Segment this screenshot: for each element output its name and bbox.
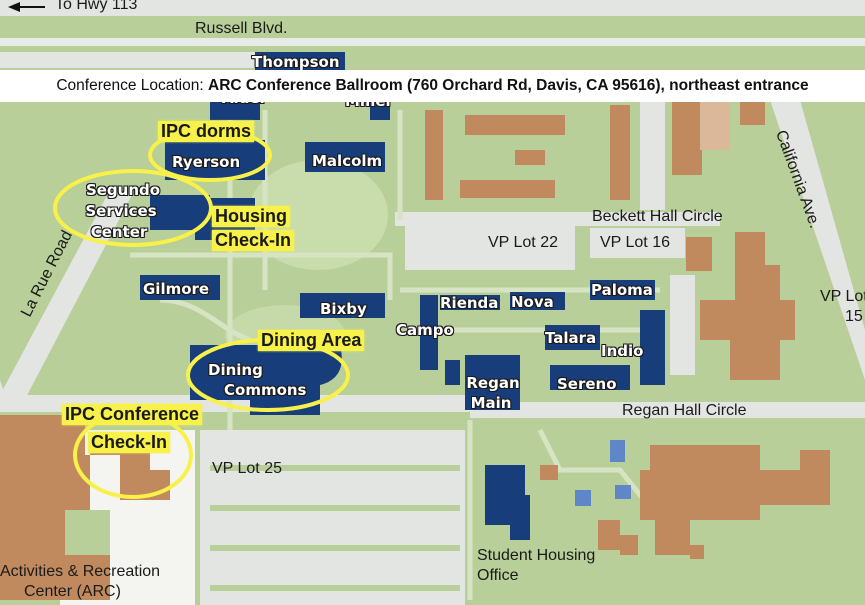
lot-22-label: VP Lot 22 <box>488 234 558 251</box>
banner-location: ARC Conference Ballroom (760 Orchard Rd,… <box>208 77 809 94</box>
building-segundo-label-line1: Segundo <box>85 181 161 199</box>
building-dining-label-line1: Dining <box>208 361 263 379</box>
building-thompson-label: Thompson <box>252 53 340 71</box>
building-indio-label: Indio <box>601 342 644 360</box>
building-segundo-label-line3: Center <box>90 223 148 241</box>
building-ryerson-label: Ryerson <box>172 153 241 171</box>
building-sereno-label: Sereno <box>557 375 617 393</box>
housing-highlight-line2: Check-In <box>212 230 295 251</box>
lot-16-label: VP Lot 16 <box>600 234 670 251</box>
building-segundo-label-line2: Services <box>85 202 157 220</box>
conference-location-banner: Conference Location: ARC Conference Ball… <box>0 70 865 102</box>
building-bixby-label: Bixby <box>320 300 367 318</box>
building-nova-label: Nova <box>511 293 554 311</box>
lot-25-area <box>200 430 465 605</box>
arc-label-line1: Activities & Recreation <box>0 563 161 580</box>
lot-15-label-line1: VP Lot <box>820 288 865 305</box>
building-gilmore-label: Gilmore <box>143 280 210 298</box>
building-paloma-label: Paloma <box>591 281 653 299</box>
beckett-hall-circle-label: Beckett Hall Circle <box>592 208 723 225</box>
building-malcolm-label: Malcolm <box>312 152 383 170</box>
to-hwy-label: To Hwy 113 <box>55 0 138 13</box>
building-talara-label: Talara <box>545 329 597 347</box>
regan-hall-circle-label: Regan Hall Circle <box>622 402 747 419</box>
housing-highlight-line1: Housing <box>212 206 290 227</box>
lot-16-area <box>590 228 685 258</box>
building-regan-label-line1: Regan <box>466 374 520 392</box>
lot-15-label-line2: 15 <box>845 308 863 325</box>
dining-area-highlight: Dining Area <box>258 330 365 351</box>
student-housing-office-label-line2: Office <box>477 567 519 584</box>
ipc-dorms-highlight: IPC dorms <box>158 121 255 142</box>
building-rienda-label: Rienda <box>440 294 499 312</box>
lot-25-label: VP Lot 25 <box>212 460 282 477</box>
ipc-conference-highlight-line2: Check-In <box>88 432 171 453</box>
building-regan-label-line2: Main <box>470 394 512 412</box>
banner-label: Conference Location: <box>56 77 204 94</box>
ipc-conference-highlight-line1: IPC Conference <box>62 404 203 425</box>
russell-blvd-label: Russell Blvd. <box>195 20 288 37</box>
building-campo-label: Campo <box>396 321 454 339</box>
arc-label-line2: Center (ARC) <box>24 583 121 600</box>
building-dining-label-line2: Commons <box>224 381 307 399</box>
lot-22-area <box>405 225 575 270</box>
student-housing-office-label-line1: Student Housing <box>477 547 596 564</box>
